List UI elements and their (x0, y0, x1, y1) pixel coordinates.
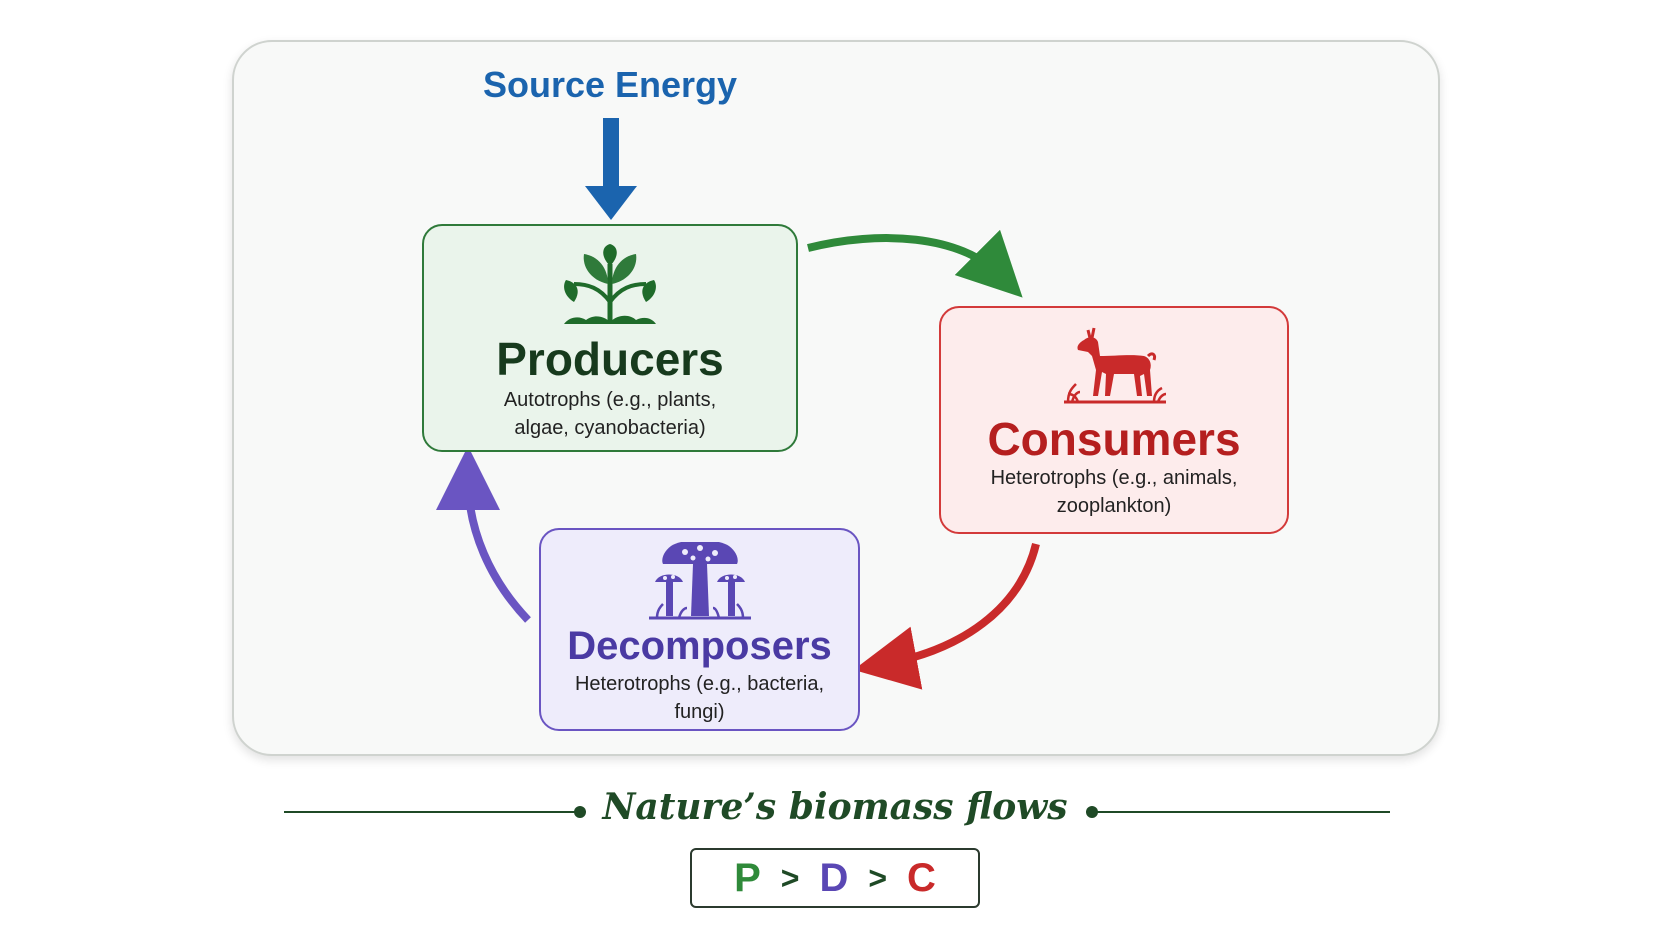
decomposers-title: Decomposers (567, 624, 832, 668)
decomposers-desc-line2: fungi) (674, 701, 725, 723)
order-decomposers: D (819, 855, 849, 900)
consumers-desc-line1: Heterotrophs (e.g., animals, (990, 467, 1238, 489)
order-separator-2: > (868, 859, 888, 896)
producers-description: Autotrophs (e.g., plants, algae, cyanoba… (434, 386, 786, 442)
decomposers-to-producers-arrow (436, 446, 531, 623)
order-separator-1: > (780, 859, 800, 896)
decomposers-desc-line1: Heterotrophs (e.g., bacteria, (574, 673, 824, 695)
footer-title: Nature’s biomass flows (602, 786, 1068, 828)
source-energy-label: Source Energy (482, 64, 738, 105)
order-producers: P (734, 855, 761, 900)
consumers-description: Heterotrophs (e.g., animals, zooplankton… (951, 464, 1277, 520)
plant-icon (564, 244, 656, 324)
consumers-box: Consumers Heterotrophs (e.g., animals, z… (939, 306, 1289, 534)
producers-box: Producers Autotrophs (e.g., plants, alga… (422, 224, 798, 452)
source-energy-arrow (585, 118, 637, 220)
footer-left-dot (574, 806, 586, 818)
consumers-to-decomposers-arrow (853, 543, 1040, 690)
deer-icon (1064, 327, 1167, 404)
producers-title: Producers (496, 333, 724, 385)
producers-desc-line2: algae, cyanobacteria) (514, 417, 706, 439)
footer-right-line (1092, 811, 1390, 813)
biomass-order-box: P > D > C (690, 848, 980, 908)
decomposers-box: Decomposers Heterotrophs (e.g., bacteria… (539, 528, 860, 731)
mushroom-icon (648, 542, 751, 620)
footer-left-line (284, 811, 580, 813)
decomposers-description: Heterotrophs (e.g., bacteria, fungi) (551, 670, 848, 726)
consumers-title: Consumers (987, 413, 1241, 465)
consumers-desc-line2: zooplankton) (1056, 495, 1172, 517)
producers-desc-line1: Autotrophs (e.g., plants, (503, 389, 717, 411)
order-consumers: C (907, 855, 936, 900)
producers-to-consumers-arrow (807, 229, 1023, 298)
